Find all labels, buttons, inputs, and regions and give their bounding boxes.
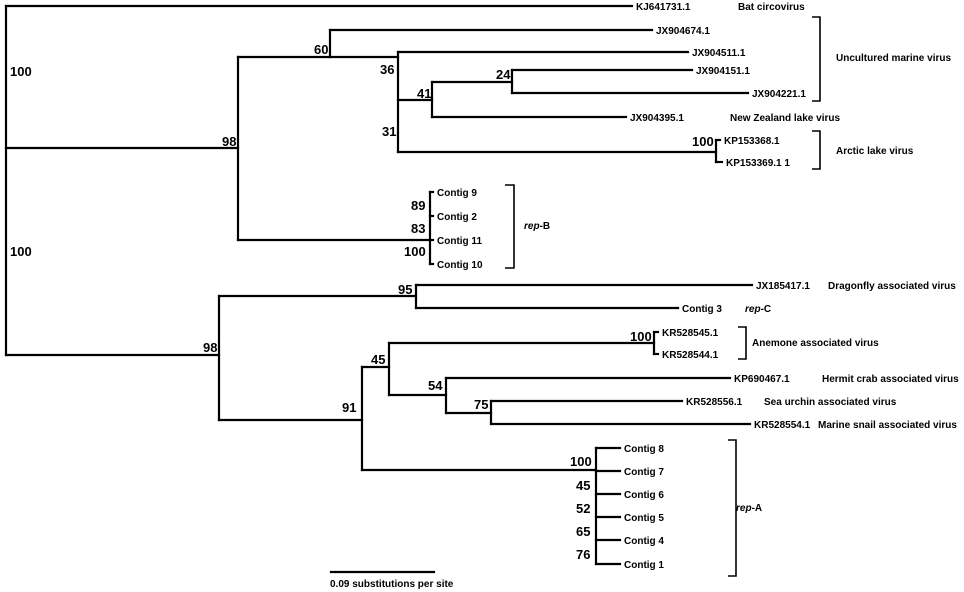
- bootstrap-dragonfly: 95: [398, 282, 412, 297]
- bootstrap-jx-clade: 60: [314, 42, 328, 57]
- tip-contig4: Contig 4: [624, 536, 664, 547]
- group-label-rep-c: rep-C: [745, 304, 771, 315]
- bracket-arctic-lake: [812, 130, 821, 170]
- bootstrap-node-45: 45: [371, 352, 385, 367]
- tip-kr528544: KR528544.1: [662, 350, 719, 361]
- tip-contig5: Contig 5: [624, 513, 664, 524]
- tip-contig2: Contig 2: [437, 212, 477, 223]
- bootstrap-root-lower: 100: [10, 244, 32, 259]
- bootstrap-node-36: 36: [380, 62, 394, 77]
- bootstrap-root-upper: 100: [10, 64, 32, 79]
- tip-contig8: Contig 8: [624, 444, 664, 455]
- bootstrap-node-91: 91: [342, 400, 356, 415]
- tip-bat-circovirus: Bat circovirus: [738, 2, 805, 13]
- tip-labels: KJ641731.1 Bat circovirus JX904674.1 JX9…: [437, 2, 840, 571]
- tip-contig3: Contig 3: [682, 304, 722, 315]
- tip-kp153368: KP153368.1: [724, 136, 780, 147]
- group-label-dragonfly-associated-virus: Dragonfly associated virus: [828, 281, 956, 292]
- tip-jx904674: JX904674.1: [656, 26, 710, 37]
- bootstrap-repb-100: 100: [404, 244, 426, 259]
- bootstrap-repa-45: 45: [576, 478, 590, 493]
- tip-jx904221: JX904221.1: [752, 89, 806, 100]
- tip-kp690467: KP690467.1: [734, 374, 790, 385]
- tip-kr528545: KR528545.1: [662, 328, 719, 339]
- group-label-rep-a: rep-A: [736, 503, 762, 514]
- bracket-rep-b: [505, 184, 515, 269]
- tip-kr528556: KR528556.1: [686, 397, 743, 408]
- tip-new-zealand-lake-virus: New Zealand lake virus: [730, 113, 840, 124]
- tip-contig10: Contig 10: [437, 260, 483, 271]
- bootstrap-node-31: 31: [382, 124, 396, 139]
- group-label-hermit-crab-associated-virus: Hermit crab associated virus: [822, 374, 959, 385]
- group-label-sea-urchin-associated-virus: Sea urchin associated virus: [764, 397, 897, 408]
- bracket-rep-a: [728, 439, 737, 577]
- bootstrap-repb-89: 89: [411, 198, 425, 213]
- tree-branches: [4, 4, 754, 566]
- bootstrap-node-24: 24: [496, 67, 511, 82]
- bootstrap-repa-65: 65: [576, 524, 590, 539]
- tip-kp153369: KP153369.1 1: [726, 158, 790, 169]
- tip-contig9: Contig 9: [437, 188, 477, 199]
- group-label-arctic-lake-virus: Arctic lake virus: [836, 146, 914, 157]
- bootstrap-repb-83: 83: [411, 221, 425, 236]
- scale-bar: 0.09 substitutions per site: [329, 570, 454, 590]
- bracket-uncultured-marine: [812, 16, 821, 102]
- bracket-anemone: [738, 326, 747, 360]
- group-label-marine-snail-associated-virus: Marine snail associated virus: [818, 420, 957, 431]
- tip-contig11: Contig 11: [437, 236, 482, 247]
- bootstrap-node-41: 41: [417, 86, 431, 101]
- tip-contig7: Contig 7: [624, 467, 664, 478]
- scale-bar-label: 0.09 substitutions per site: [330, 579, 454, 590]
- bootstrap-repa-100: 100: [570, 454, 592, 469]
- tip-kj641731: KJ641731.1: [636, 2, 691, 13]
- tip-jx904151: JX904151.1: [696, 66, 750, 77]
- tip-contig1: Contig 1: [624, 560, 664, 571]
- tip-contig6: Contig 6: [624, 490, 664, 501]
- bootstrap-node-75: 75: [474, 397, 488, 412]
- group-label-uncultured-marine-virus: Uncultured marine virus: [836, 53, 951, 64]
- bootstrap-arctic: 100: [692, 134, 714, 149]
- bootstrap-anemone: 100: [630, 329, 652, 344]
- tip-jx904511: JX904511.1: [692, 48, 746, 59]
- group-annotations: Uncultured marine virus Arctic lake viru…: [505, 16, 959, 577]
- tip-jx185417: JX185417.1: [756, 281, 810, 292]
- group-label-rep-b: rep-B: [524, 221, 550, 232]
- bootstrap-lower-clade: 98: [203, 340, 217, 355]
- bootstrap-values: 100 100 98 60 36 24 41 31 100 89 83 100 …: [10, 42, 714, 562]
- tip-kr528554: KR528554.1: [754, 420, 811, 431]
- bootstrap-repa-76: 76: [576, 547, 590, 562]
- group-label-anemone-associated-virus: Anemone associated virus: [752, 338, 879, 349]
- bootstrap-upper-clade: 98: [222, 134, 236, 149]
- bootstrap-node-54: 54: [428, 378, 443, 393]
- bootstrap-repa-52: 52: [576, 501, 590, 516]
- tip-jx904395: JX904395.1: [630, 113, 684, 124]
